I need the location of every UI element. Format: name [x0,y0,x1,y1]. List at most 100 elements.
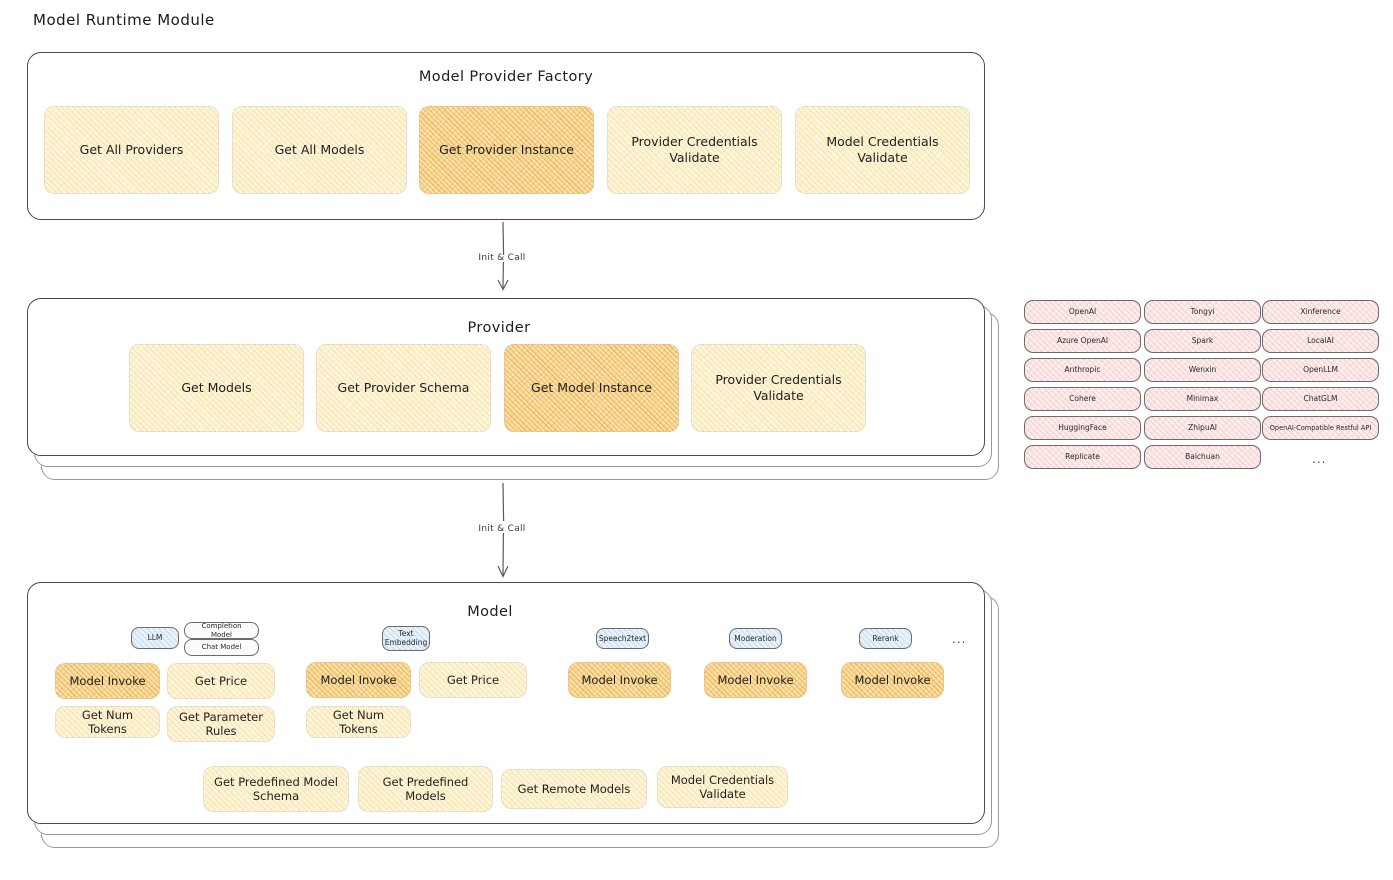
provider-chip-openai[interactable]: OpenAI [1024,300,1141,324]
provider-chip-cohere[interactable]: Cohere [1024,387,1141,411]
model-op-label: Get Price [194,673,248,688]
arrow-provider-to-model-label: Init & Call [478,524,526,534]
provider-chip-openai-compatible-restful-api[interactable]: OpenAI-Compatible Restful API [1262,416,1379,440]
model-type-chip-llm[interactable]: LLM [131,627,179,649]
model-provider-factory-title: Model Provider Factory [418,69,594,85]
model-common-op-get-predefined-model-schema[interactable]: Get Predefined Model Schema [203,766,349,812]
provider-chip-label: Baichuan [1185,452,1220,462]
model-type-label: Text Embedding [384,628,428,647]
provider-title: Provider [467,320,531,336]
model-subtype-chip-completion-model[interactable]: Completion Model [184,622,259,639]
model-op-rerank-model-invoke[interactable]: Model Invoke [841,662,944,698]
provider-chip-anthropic[interactable]: Anthropic [1024,358,1141,382]
provider-chip-label: LocalAI [1307,336,1334,346]
model-op-label: Get Num Tokens [81,707,134,736]
provider-chip-xinference[interactable]: Xinference [1262,300,1379,324]
provider-chip-label: Cohere [1069,394,1096,404]
provider-list-more-ellipsis: ... [1312,452,1327,466]
provider-chip-wenxin[interactable]: Wenxin [1144,358,1261,382]
factory-node-label: Provider Credentials Validate [631,134,758,165]
arrow-factory-to-provider [473,221,533,296]
model-op-moderation-model-invoke[interactable]: Model Invoke [704,662,807,698]
provider-chip-label: OpenAI [1068,307,1097,317]
provider-chip-localai[interactable]: LocalAI [1262,329,1379,353]
provider-node-label: Get Models [181,380,252,396]
model-type-label: Moderation [734,633,777,643]
provider-chip-label: Replicate [1065,452,1100,462]
model-type-chip-rerank[interactable]: Rerank [859,628,912,649]
provider-chip-openllm[interactable]: OpenLLM [1262,358,1379,382]
factory-node-model-credentials-validate[interactable]: Model Credentials Validate [795,106,970,194]
factory-node-get-provider-instance[interactable]: Get Provider Instance [419,106,594,194]
provider-node-get-provider-schema[interactable]: Get Provider Schema [316,344,491,432]
provider-node-label: Get Model Instance [531,380,652,396]
provider-chip-label: Azure OpenAI [1056,336,1109,346]
factory-node-label: Get All Models [274,142,365,158]
provider-chip-azure-openai[interactable]: Azure OpenAI [1024,329,1141,353]
factory-node-label: Get All Providers [79,142,184,158]
provider-chip-tongyi[interactable]: Tongyi [1144,300,1261,324]
model-common-op-label: Get Predefined Models [382,774,469,803]
model-op-label: Model Invoke [717,672,794,687]
provider-chip-minimax[interactable]: Minimax [1144,387,1261,411]
factory-node-get-all-models[interactable]: Get All Models [232,106,407,194]
model-op-llm-get-parameter-rules[interactable]: Get Parameter Rules [167,706,275,742]
provider-chip-baichuan[interactable]: Baichuan [1144,445,1261,469]
model-op-speech2text-model-invoke[interactable]: Model Invoke [568,662,671,698]
factory-node-provider-credentials-validate[interactable]: Provider Credentials Validate [607,106,782,194]
provider-chip-huggingface[interactable]: HuggingFace [1024,416,1141,440]
provider-chip-zhipuai[interactable]: ZhipuAI [1144,416,1261,440]
model-op-text-embedding-model-invoke[interactable]: Model Invoke [306,662,411,698]
provider-node-label: Provider Credentials Validate [715,372,842,403]
provider-chip-label: Anthropic [1064,365,1101,375]
model-common-op-label: Model Credentials Validate [670,772,775,801]
provider-chip-label: Minimax [1186,394,1219,404]
provider-chip-replicate[interactable]: Replicate [1024,445,1141,469]
model-type-label: Rerank [872,633,899,643]
model-common-op-label: Get Predefined Model Schema [214,774,338,803]
model-type-label: Speech2text [598,633,647,643]
model-op-text-embedding-get-num-tokens[interactable]: Get Num Tokens [306,706,411,738]
provider-chip-spark[interactable]: Spark [1144,329,1261,353]
provider-chip-label: HuggingFace [1058,423,1107,433]
provider-chip-label: Wenxin [1188,365,1217,375]
model-subtype-chip-chat-model[interactable]: Chat Model [184,639,259,656]
factory-node-get-all-providers[interactable]: Get All Providers [44,106,219,194]
model-common-op-model-credentials-validate[interactable]: Model Credentials Validate [657,766,788,808]
arrow-factory-to-provider-label: Init & Call [478,253,526,263]
arrow-provider-to-model [473,482,533,583]
model-op-llm-model-invoke[interactable]: Model Invoke [55,663,160,699]
provider-chip-label: OpenAI-Compatible Restful API [1269,423,1372,432]
model-op-label: Get Num Tokens [332,707,385,736]
provider-node-label: Get Provider Schema [337,380,470,396]
provider-chip-label: Xinference [1300,307,1341,317]
model-types-more-ellipsis: ... [952,632,967,646]
model-common-op-label: Get Remote Models [517,781,631,796]
model-type-chip-moderation[interactable]: Moderation [729,628,782,649]
model-op-label: Model Invoke [69,673,146,688]
model-op-llm-get-num-tokens[interactable]: Get Num Tokens [55,706,160,738]
model-op-label: Get Price [446,672,500,687]
provider-chip-label: ZhipuAI [1188,423,1217,433]
model-op-llm-get-price[interactable]: Get Price [167,663,275,699]
model-type-chip-text-embedding[interactable]: Text Embedding [382,626,430,651]
provider-chip-chatglm[interactable]: ChatGLM [1262,387,1379,411]
model-common-op-get-remote-models[interactable]: Get Remote Models [501,769,647,809]
model-type-label: LLM [147,633,163,643]
model-type-chip-speech2text[interactable]: Speech2text [596,628,649,649]
model-subtype-label: Completion Model [201,621,242,639]
page-title: Model Runtime Module [33,11,215,29]
model-subtype-label: Chat Model [201,643,242,652]
model-title: Model [467,604,513,620]
provider-node-get-models[interactable]: Get Models [129,344,304,432]
provider-chip-label: OpenLLM [1303,365,1338,375]
model-op-text-embedding-get-price[interactable]: Get Price [419,662,527,698]
model-common-op-get-predefined-models[interactable]: Get Predefined Models [358,766,493,812]
provider-node-provider-credentials-validate[interactable]: Provider Credentials Validate [691,344,866,432]
provider-node-get-model-instance[interactable]: Get Model Instance [504,344,679,432]
factory-node-label: Get Provider Instance [439,142,574,158]
provider-chip-label: Spark [1191,336,1214,346]
factory-node-label: Model Credentials Validate [826,134,939,165]
model-op-label: Model Invoke [320,672,397,687]
model-op-label: Model Invoke [581,672,658,687]
